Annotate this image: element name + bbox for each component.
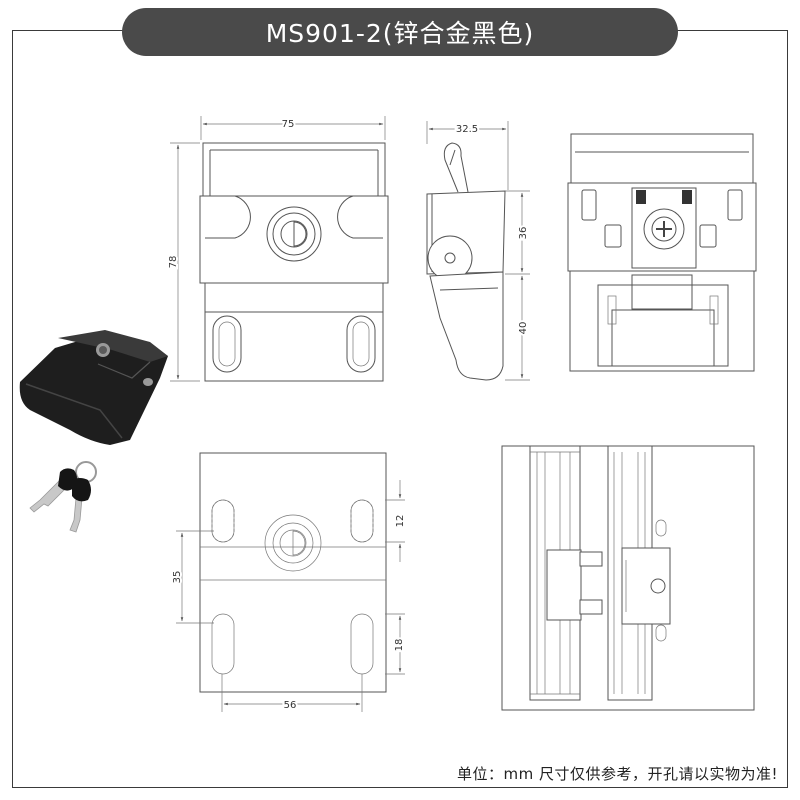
- product-photo: [19, 330, 168, 445]
- side-view: 32.5 36 40: [426, 121, 531, 381]
- dim-front-width: 75: [282, 119, 295, 130]
- footer-note: 单位：mm 尺寸仅供参考，开孔请以实物为准!: [456, 765, 778, 783]
- dim-cutout-slot-lower: 18: [394, 639, 405, 652]
- dim-side-lower: 40: [518, 322, 529, 335]
- front-view: 75 78: [166, 116, 389, 382]
- back-view: [567, 133, 757, 372]
- dim-cutout-width: 56: [284, 700, 297, 711]
- dim-cutout-vertical: 35: [172, 571, 183, 584]
- dim-side-upper: 36: [518, 227, 529, 240]
- dim-front-height: 78: [168, 256, 179, 269]
- title-banner: MS901-2(锌合金黑色): [122, 8, 678, 56]
- cutout-view: 12 35 18 56: [170, 452, 407, 713]
- keys-photo: [29, 461, 97, 533]
- installation-view: [501, 445, 755, 711]
- dim-side-depth: 32.5: [456, 124, 478, 135]
- product-title: MS901-2(锌合金黑色): [265, 19, 535, 48]
- dim-cutout-slot: 12: [395, 515, 406, 528]
